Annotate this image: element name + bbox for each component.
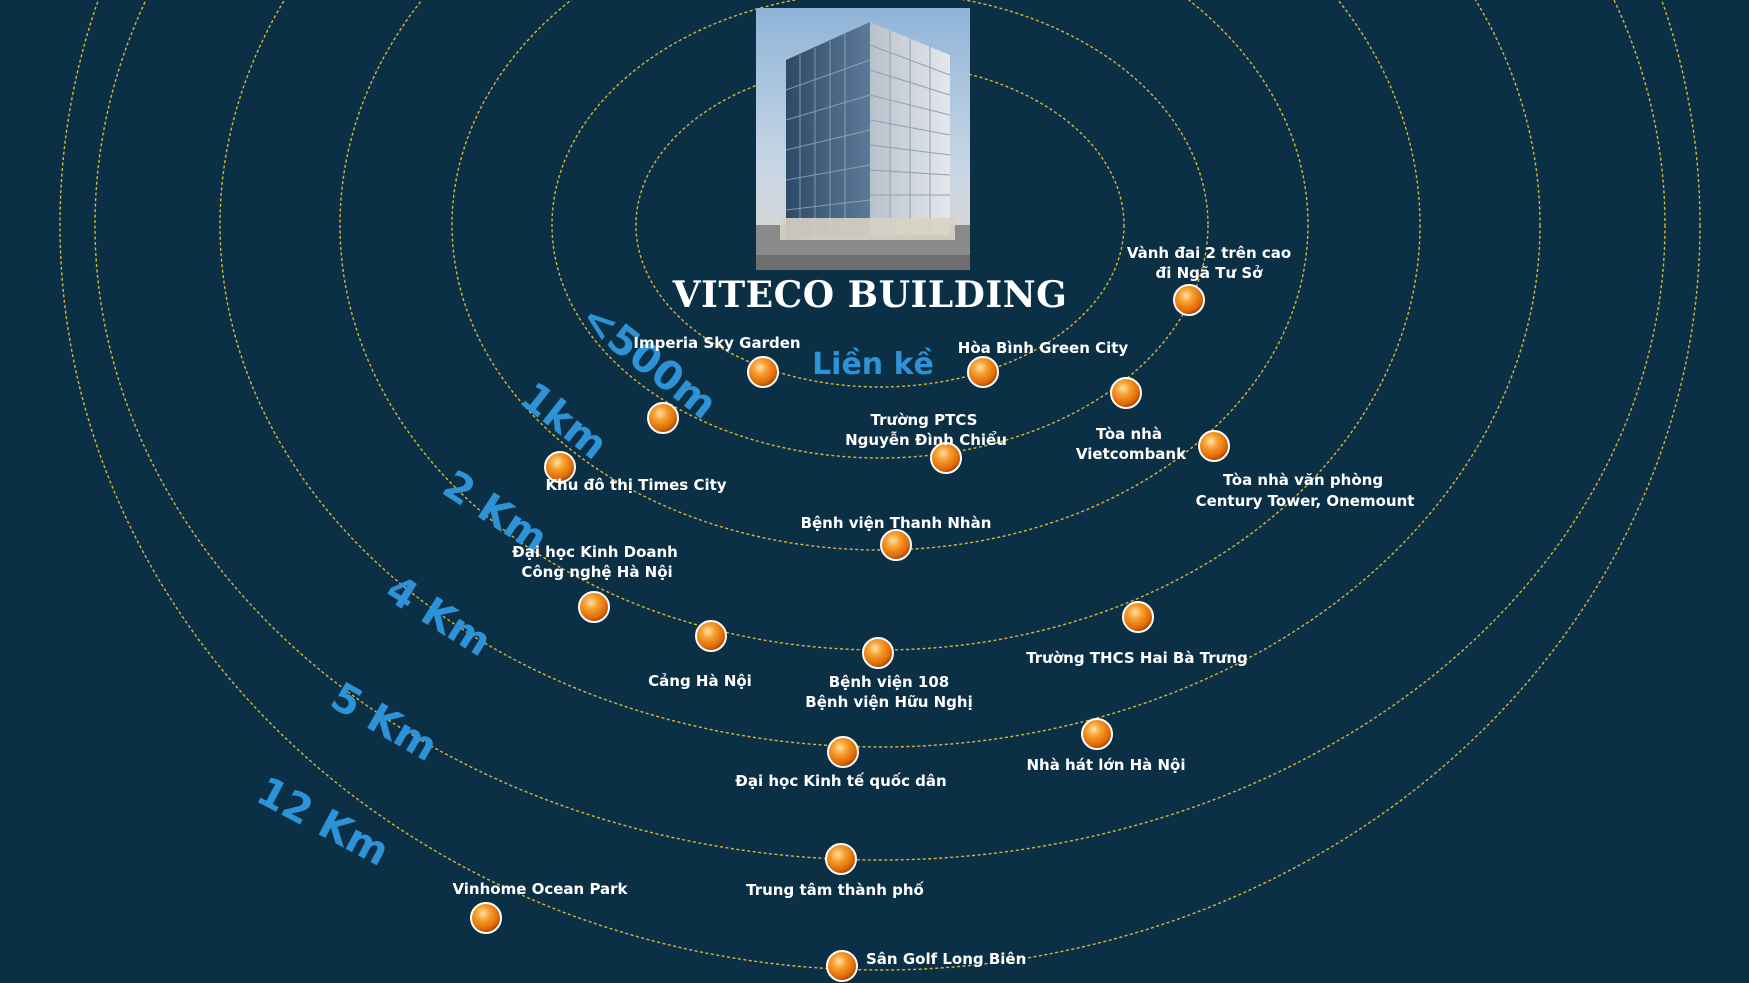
label-trung-tam: Trung tâm thành phố (746, 880, 924, 899)
ring-1km (451, 0, 1309, 551)
label-century-tower-line2: Century Tower, Onemount (1196, 492, 1415, 510)
label-nha-hat-lon: Nhà hát lớn Hà Nội (1026, 756, 1185, 774)
marker-nha-hat-lon[interactable] (1081, 718, 1113, 750)
label-cang-ha-noi: Cảng Hà Nội (648, 672, 752, 690)
distance-label-4km: 4 Km (378, 566, 499, 666)
ring-4km (219, 0, 1541, 748)
marker-imperia-sky-garden[interactable] (747, 356, 779, 388)
ring-adjacent (635, 62, 1125, 388)
marker-vanh-dai-2[interactable] (1173, 284, 1205, 316)
label-truong-ptcs-line1: Trường PTCS (871, 411, 978, 429)
label-vanh-dai-2-line2: đi Ngã Tư Sở (1156, 264, 1264, 282)
label-benh-vien-108-line2: Bệnh viện Hữu Nghị (805, 693, 972, 711)
marker-neu[interactable] (827, 736, 859, 768)
label-vietcombank-line1: Tòa nhà (1096, 425, 1162, 443)
marker-thanh-nhan[interactable] (880, 529, 912, 561)
label-golf-long-bien: Sân Golf Long Biên (866, 950, 1026, 968)
marker-times-city[interactable] (544, 451, 576, 483)
label-dh-kinh-doanh-line1: Đại học Kinh Doanh (512, 543, 678, 561)
building-photo (756, 8, 970, 270)
marker-trung-tam[interactable] (825, 843, 857, 875)
location-markers (470, 284, 1230, 982)
label-vanh-dai-2-line1: Vành đai 2 trên cao (1127, 244, 1291, 262)
label-dh-kinh-doanh-line2: Công nghệ Hà Nội (521, 563, 672, 581)
ring-500m (551, 0, 1209, 459)
marker-truong-ptcs[interactable] (930, 442, 962, 474)
marker-vinhome-ocean-park[interactable] (470, 902, 502, 934)
distance-label-5km: 5 Km (323, 674, 445, 771)
label-thanh-nhan: Bệnh viện Thanh Nhàn (801, 514, 992, 532)
marker-golf-long-bien[interactable] (826, 950, 858, 982)
label-benh-vien-108-line1: Bệnh viện 108 (829, 673, 950, 691)
label-vietcombank-line2: Vietcombank (1076, 445, 1187, 463)
adjacent-label: Liền kề (812, 347, 934, 382)
ring-12km (59, 0, 1701, 971)
distance-labels: <500m 1km 2 Km 4 Km 5 Km 12 Km (249, 295, 725, 876)
marker-dh-kinh-doanh[interactable] (578, 591, 610, 623)
building-title: VITECO BUILDING (672, 274, 1068, 316)
ring-5km (94, 0, 1666, 861)
marker-hoa-binh-green-city[interactable] (967, 356, 999, 388)
marker-benh-vien-108[interactable] (862, 637, 894, 669)
distance-label-12km: 12 Km (249, 768, 396, 875)
marker-vietcombank[interactable] (1110, 377, 1142, 409)
label-vinhome-ocean-park: Vinhome Ocean Park (452, 880, 628, 898)
label-thcs-hai-ba-trung: Trường THCS Hai Bà Trưng (1026, 649, 1248, 667)
label-neu: Đại học Kinh tế quốc dân (735, 771, 946, 790)
label-truong-ptcs-line2: Nguyễn Đình Chiểu (845, 430, 1007, 449)
marker-century-tower[interactable] (1198, 430, 1230, 462)
label-times-city: Khu đô thị Times City (545, 476, 726, 494)
marker-thcs-hai-ba-trung[interactable] (1122, 601, 1154, 633)
marker-500m-west[interactable] (647, 402, 679, 434)
label-imperia-sky-garden: Imperia Sky Garden (633, 334, 800, 352)
label-hoa-binh-green-city: Hòa Bình Green City (958, 339, 1129, 357)
label-century-tower-line1: Tòa nhà văn phòng (1223, 471, 1383, 489)
marker-cang-ha-noi[interactable] (695, 620, 727, 652)
location-labels: Imperia Sky Garden Hòa Bình Green City V… (452, 244, 1414, 968)
